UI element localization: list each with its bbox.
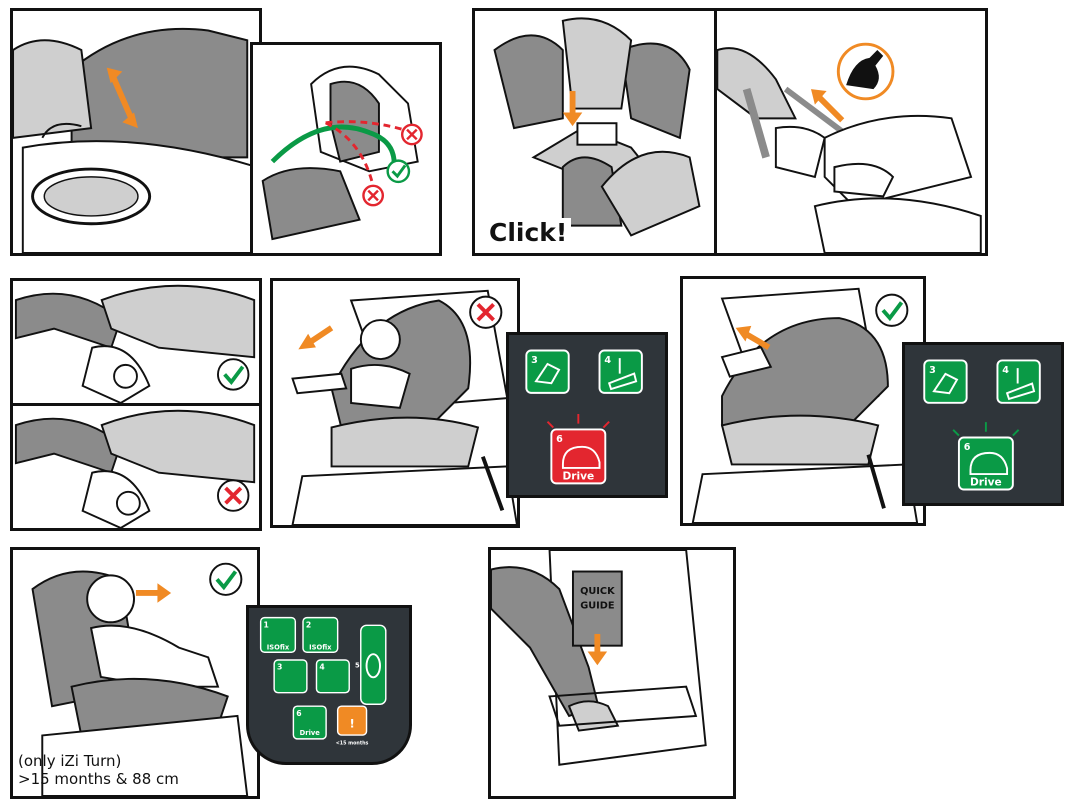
- buckle-illustration: [493, 17, 701, 237]
- usage-note-line1: (only iZi Turn): [18, 752, 122, 770]
- step-3-number: 3: [531, 355, 538, 366]
- rotation-correct-illustration: [691, 287, 919, 523]
- isofix-right-label: ISOfix: [309, 643, 332, 651]
- panel-quick-guide: QUICK GUIDE: [488, 547, 736, 799]
- console-full-display: 1 ISOfix 2 ISOfix 3 4 5 6 Drive !: [259, 616, 387, 747]
- drive-label: Drive: [300, 729, 321, 737]
- step-3-indicator: 3: [273, 659, 308, 694]
- forward-facing-illustration: [31, 562, 249, 796]
- turn-limit-label: <15 months: [336, 741, 369, 747]
- step-6-number: 6: [964, 442, 971, 453]
- step-4-indicator: 4: [315, 659, 350, 694]
- step-5-indicator: 5: [355, 624, 387, 705]
- quick-guide-line1: QUICK: [580, 586, 615, 597]
- indicator-console-red: 3 4 6 Drive: [506, 332, 668, 498]
- step-4-indicator: 4: [598, 349, 643, 394]
- right-arrow-icon: [135, 583, 172, 603]
- cross-mark-icon: [400, 123, 423, 146]
- panel-rotation-correct: [680, 276, 926, 526]
- panel-harness-correct: [10, 278, 262, 406]
- check-mark-icon: [209, 562, 243, 596]
- warning-icon: !: [349, 716, 354, 730]
- rotation-wrong-illustration: [291, 289, 517, 525]
- harness-correct-illustration: [14, 284, 256, 403]
- step-6-number: 6: [556, 434, 563, 445]
- step-4-number: 4: [319, 663, 324, 672]
- isofix-left-label: ISOfix: [267, 643, 290, 651]
- step-6-indicator: 6 Drive: [292, 705, 327, 740]
- console-red-display: 3 4 6 Drive: [525, 349, 643, 485]
- console-green-display: 3 4 6 Drive: [923, 359, 1041, 491]
- double-arrow-icon: [106, 67, 138, 129]
- panel-buckle-click: Click!: [472, 8, 718, 256]
- panel-headrest-adjust: [10, 8, 262, 256]
- usage-note-line2: >15 months & 88 cm: [18, 770, 179, 788]
- cross-mark-icon: [469, 295, 503, 329]
- step-6-indicator: 6 Drive: [546, 414, 610, 485]
- step-3-number: 3: [277, 663, 282, 672]
- turn-warning-indicator: ! <15 months: [336, 705, 369, 747]
- step-4-indicator: 4: [996, 359, 1041, 404]
- step-2-indicator: 2 ISOfix: [302, 616, 339, 653]
- cross-mark-icon: [362, 184, 385, 207]
- check-mark-icon: [217, 358, 250, 391]
- indicator-console-green: 3 4 6 Drive: [902, 342, 1064, 506]
- step-3-number: 3: [929, 365, 936, 376]
- panel-tighten-harness: [714, 8, 988, 256]
- step-4-number: 4: [604, 355, 611, 366]
- step-3-indicator: 3: [923, 359, 968, 404]
- cross-mark-icon: [217, 479, 250, 512]
- harness-wrong-illustration: [14, 409, 256, 528]
- step-1-number: 1: [264, 620, 269, 629]
- belt-routing-illustration: [261, 65, 423, 241]
- panel-rotation-wrong: [270, 278, 520, 528]
- indicator-console-full: 1 ISOfix 2 ISOfix 3 4 5 6 Drive !: [246, 605, 412, 765]
- usage-note: (only iZi Turn) >15 months & 88 cm: [18, 752, 179, 788]
- up-left-arrow-icon: [810, 89, 845, 123]
- check-mark-icon: [875, 293, 909, 327]
- down-arrow-icon: [587, 633, 608, 666]
- step-2-number: 2: [306, 620, 311, 629]
- left-arrow-icon: [298, 325, 334, 350]
- step-5-number: 5: [355, 662, 360, 670]
- click-caption: Click!: [485, 218, 572, 247]
- step-6-indicator: 6 Drive: [952, 422, 1020, 491]
- headrest-illustration: [13, 27, 258, 253]
- step-4-number: 4: [1002, 365, 1009, 376]
- down-arrow-icon: [562, 91, 583, 127]
- tighten-harness-illustration: [717, 42, 982, 253]
- panel-harness-wrong: [10, 403, 262, 531]
- quick-guide-line2: GUIDE: [580, 601, 614, 612]
- step-3-indicator: 3: [525, 349, 570, 394]
- panel-forward-facing: [10, 547, 260, 799]
- quick-guide-illustration: QUICK GUIDE: [491, 550, 707, 766]
- panel-belt-routing: [250, 42, 442, 256]
- step-1-indicator: 1 ISOfix: [259, 616, 297, 653]
- flexed-arm-icon: [836, 42, 895, 101]
- check-mark-icon: [386, 159, 411, 184]
- step-6-number: 6: [296, 709, 301, 718]
- drive-label: Drive: [562, 471, 594, 483]
- drive-label: Drive: [970, 477, 1002, 489]
- left-arrow-icon: [735, 325, 771, 350]
